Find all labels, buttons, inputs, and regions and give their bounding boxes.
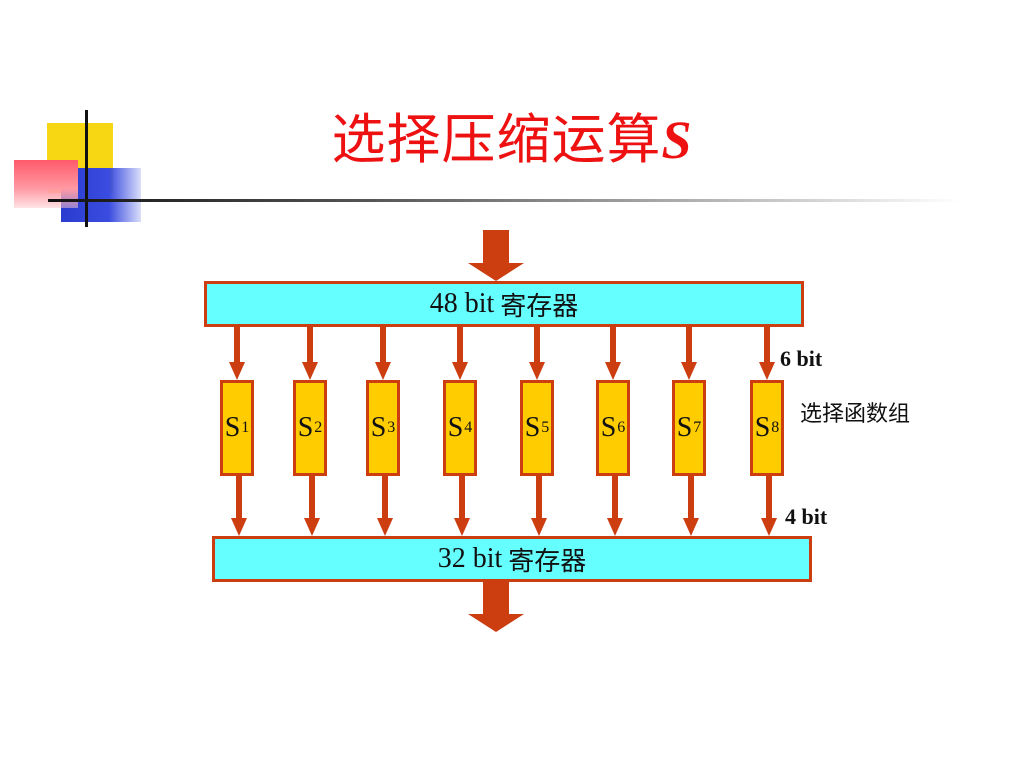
- register-48bit-name: 寄存器: [500, 291, 579, 322]
- register-32bit: 32 bit 寄存器: [212, 536, 812, 582]
- arrow-to-sbox-6: [605, 327, 621, 380]
- register-48bit: 48 bit 寄存器: [204, 281, 804, 327]
- arrow-from-sbox-7: [683, 476, 699, 536]
- title-italic-s: S: [661, 110, 693, 170]
- logo-vertical-line: [85, 110, 88, 227]
- output-arrow: [468, 582, 524, 632]
- arrow-from-sbox-2: [304, 476, 320, 536]
- arrow-from-sbox-4: [454, 476, 470, 536]
- label-selection-function-group: 选择函数组: [800, 402, 911, 427]
- label-input-bits: 6 bit: [780, 346, 823, 371]
- arrow-from-sbox-1: [231, 476, 247, 536]
- input-arrow: [468, 230, 524, 281]
- arrow-to-sbox-8: [759, 327, 775, 380]
- arrow-from-sbox-3: [377, 476, 393, 536]
- arrow-to-sbox-2: [302, 327, 318, 380]
- arrow-to-sbox-7: [681, 327, 697, 380]
- arrow-to-sbox-4: [452, 327, 468, 380]
- register-32bit-size: 32 bit: [437, 543, 503, 574]
- title-underline: [48, 199, 960, 202]
- arrow-to-sbox-1: [229, 327, 245, 380]
- arrow-to-sbox-5: [529, 327, 545, 380]
- arrow-from-sbox-6: [607, 476, 623, 536]
- arrow-to-sbox-3: [375, 327, 391, 380]
- register-48bit-size: 48 bit: [429, 288, 495, 319]
- arrow-from-sbox-5: [531, 476, 547, 536]
- page-title: 选择压缩运算S: [0, 95, 1024, 174]
- title-main: 选择压缩运算: [331, 108, 662, 171]
- label-output-bits: 4 bit: [785, 504, 828, 529]
- register-32bit-name: 寄存器: [508, 546, 587, 577]
- arrow-from-sbox-8: [761, 476, 777, 536]
